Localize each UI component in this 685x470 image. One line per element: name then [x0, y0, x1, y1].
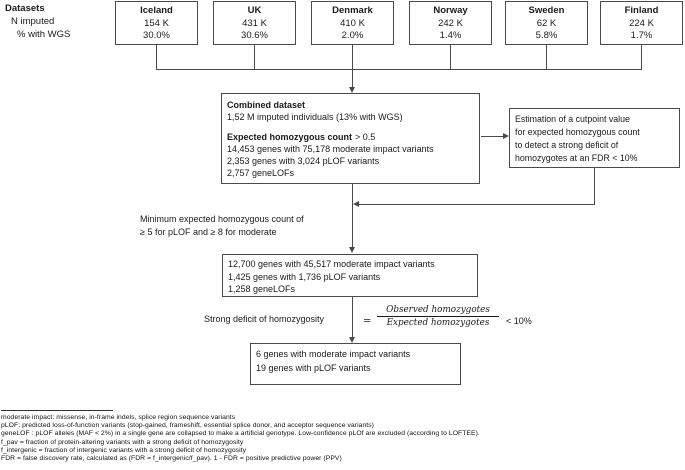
deficit-fraction: Observed homozygotes Expected homozygote… — [377, 305, 499, 328]
country-n-imputed: 154 K — [144, 17, 169, 29]
country-pct-wgs: 5.8% — [535, 30, 558, 41]
estimation-return-line — [359, 204, 595, 205]
combined-line: 2,353 genes with 3,024 pLOF variants — [227, 156, 380, 166]
fraction-bar — [377, 316, 499, 317]
legend-wgs-label: % with WGS — [17, 29, 71, 40]
connector-stub-norway — [450, 45, 451, 69]
min-count-line1: Minimum expected homozygous count of — [140, 214, 304, 224]
filtered-line: 1,425 genes with 1,736 pLOF variants — [228, 271, 381, 282]
dataset-box-uk: UK 431 K 30.6% — [213, 1, 296, 45]
country-name: Finland — [624, 5, 659, 16]
deficit-threshold: < 10% — [506, 316, 532, 326]
combined-dataset-box: Combined dataset 1,52 M imputed individu… — [221, 93, 480, 184]
combined-line: 2,757 geneLOFs — [227, 168, 295, 178]
connector-stub-iceland — [156, 45, 157, 69]
spacer — [227, 123, 479, 131]
country-pct-wgs: 30.6% — [241, 30, 268, 41]
connector-stub-sweden — [546, 45, 547, 69]
combined-criterion: Expected homozygous count> 0.5 — [227, 131, 479, 143]
dataset-box-iceland: Iceland 154 K 30.0% — [115, 1, 198, 45]
estimation-line: to detect a strong deficit of — [515, 140, 619, 150]
datasets-legend: Datasets N imputed % with WGS — [5, 2, 70, 41]
arrowhead-to-final — [349, 337, 355, 343]
country-name: UK — [247, 5, 262, 16]
combined-title: Combined dataset — [227, 100, 306, 110]
equals-sign: = — [363, 316, 372, 327]
main-flow-line-2 — [352, 297, 353, 338]
country-pct-wgs: 2.0% — [341, 30, 364, 41]
country-name: Sweden — [528, 5, 565, 16]
country-n-imputed: 224 K — [629, 17, 654, 29]
footnote-plof: pLOF: predicted loss-of-function variant… — [1, 422, 374, 430]
footnote-fpav: f_pav = fraction of protein-altering var… — [1, 438, 244, 446]
filtered-line: 12,700 genes with 45,517 moderate impact… — [228, 259, 435, 269]
combined-line: 14,453 genes with 75,178 moderate impact… — [227, 144, 434, 154]
arrow-line-to-combined — [352, 69, 353, 88]
connector-horizontal-bus — [156, 69, 642, 70]
country-n-imputed: 62 K — [536, 17, 557, 29]
fraction-denominator: Expected homozygotes — [386, 318, 490, 328]
legend-title: Datasets — [5, 3, 45, 14]
arrow-line-to-estimation — [481, 136, 504, 137]
final-line: 6 genes with moderate impact variants — [256, 349, 411, 359]
filtered-line: 1,258 geneLOFs — [228, 284, 296, 294]
combined-subtitle: 1,52 M imputed individuals (13% with WGS… — [227, 112, 403, 122]
final-results-box: 6 genes with moderate impact variants 19… — [250, 343, 461, 385]
criterion-bold: Expected homozygous count — [227, 132, 353, 142]
country-n-imputed: 431 K — [242, 17, 267, 29]
estimation-line: for expected homozygous count — [515, 127, 640, 137]
estimation-down-line — [594, 168, 595, 205]
arrowhead-to-estimation — [503, 133, 509, 139]
min-count-line2: ≥ 5 for pLOF and ≥ 8 for moderate — [140, 227, 277, 237]
country-name: Norway — [433, 5, 468, 16]
country-pct-wgs: 30.0% — [143, 30, 170, 41]
connector-stub-uk — [254, 45, 255, 69]
filtered-genes-box: 12,700 genes with 45,517 moderate impact… — [222, 254, 478, 297]
deficit-label: Strong deficit of homozygosity — [204, 314, 325, 324]
footnotes: moderate impact: missense, in-frame inde… — [1, 414, 480, 463]
dataset-box-finland: Finland 224 K 1.7% — [600, 1, 683, 45]
main-flow-line-1 — [352, 184, 353, 248]
dataset-box-denmark: Denmark 410 K 2.0% — [311, 1, 394, 45]
country-pct-wgs: 1.4% — [439, 30, 462, 41]
arrowhead-to-combined — [349, 87, 355, 93]
estimation-line: Estimation of a cutpoint value — [515, 114, 630, 124]
footnote-moderate-impact: moderate impact: missense, in-frame inde… — [1, 414, 236, 421]
legend-n-imputed-label: N imputed — [11, 16, 55, 27]
footnote-fdr: FDR = false discovery rate, calculated a… — [1, 455, 342, 463]
arrowhead-to-main-flow — [353, 201, 359, 207]
country-n-imputed: 410 K — [340, 17, 365, 29]
country-name: Iceland — [140, 5, 173, 16]
estimation-box: Estimation of a cutpoint value for expec… — [509, 108, 680, 168]
min-count-annotation: Minimum expected homozygous count of ≥ 5… — [140, 213, 304, 239]
dataset-box-sweden: Sweden 62 K 5.8% — [505, 1, 588, 45]
arrowhead-to-filtered — [349, 247, 355, 253]
connector-stub-finland — [641, 45, 642, 69]
footnote-genelof: geneLOF : pLOF alleles (MAF < 2%) in a s… — [1, 430, 480, 438]
estimation-line: homozygotes at an FDR < 10% — [515, 153, 638, 163]
country-pct-wgs: 1.7% — [630, 30, 653, 41]
final-line: 19 genes with pLOF variants — [256, 362, 371, 373]
connector-stub-denmark — [352, 45, 353, 69]
country-name: Denmark — [332, 5, 373, 16]
country-n-imputed: 242 K — [438, 17, 463, 29]
criterion-math: > 0.5 — [355, 132, 376, 142]
fraction-numerator: Observed homozygotes — [386, 305, 490, 315]
footnote-rule — [1, 410, 113, 411]
dataset-box-norway: Norway 242 K 1.4% — [409, 1, 492, 45]
footnote-fintergenic: f_intergenic = fraction of intergenic va… — [1, 446, 247, 454]
